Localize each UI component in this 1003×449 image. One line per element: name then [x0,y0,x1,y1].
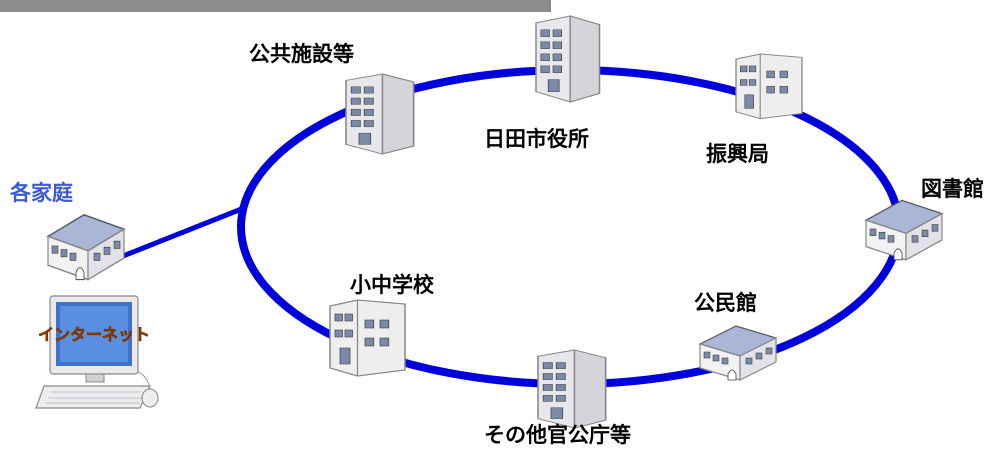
label-other-offices: その他官公庁等 [484,423,631,447]
building-icon-city-hall [535,15,601,103]
label-promotion-bureau: 振興局 [706,142,769,166]
label-schools: 小中学校 [350,273,434,297]
label-library: 図書館 [921,177,984,201]
top-bar [0,0,551,12]
building-icon-public-facilities [345,73,415,155]
home-icon [47,214,125,281]
internet-screen-text: インターネット [38,325,150,344]
home-connection-line [117,205,245,261]
building-icon-schools [329,299,406,377]
label-public-facilities: 公共施設等 [249,42,354,66]
label-homes: 各家庭 [10,181,73,205]
building-icon-community-center [699,325,777,381]
internet-computer-icon [35,295,159,409]
label-city-hall: 日田市役所 [484,127,589,151]
building-icon-other-offices [537,349,607,429]
label-community-center: 公民館 [694,291,757,315]
building-icon-library [865,199,943,261]
building-icon-promotion-bureau [735,53,803,120]
